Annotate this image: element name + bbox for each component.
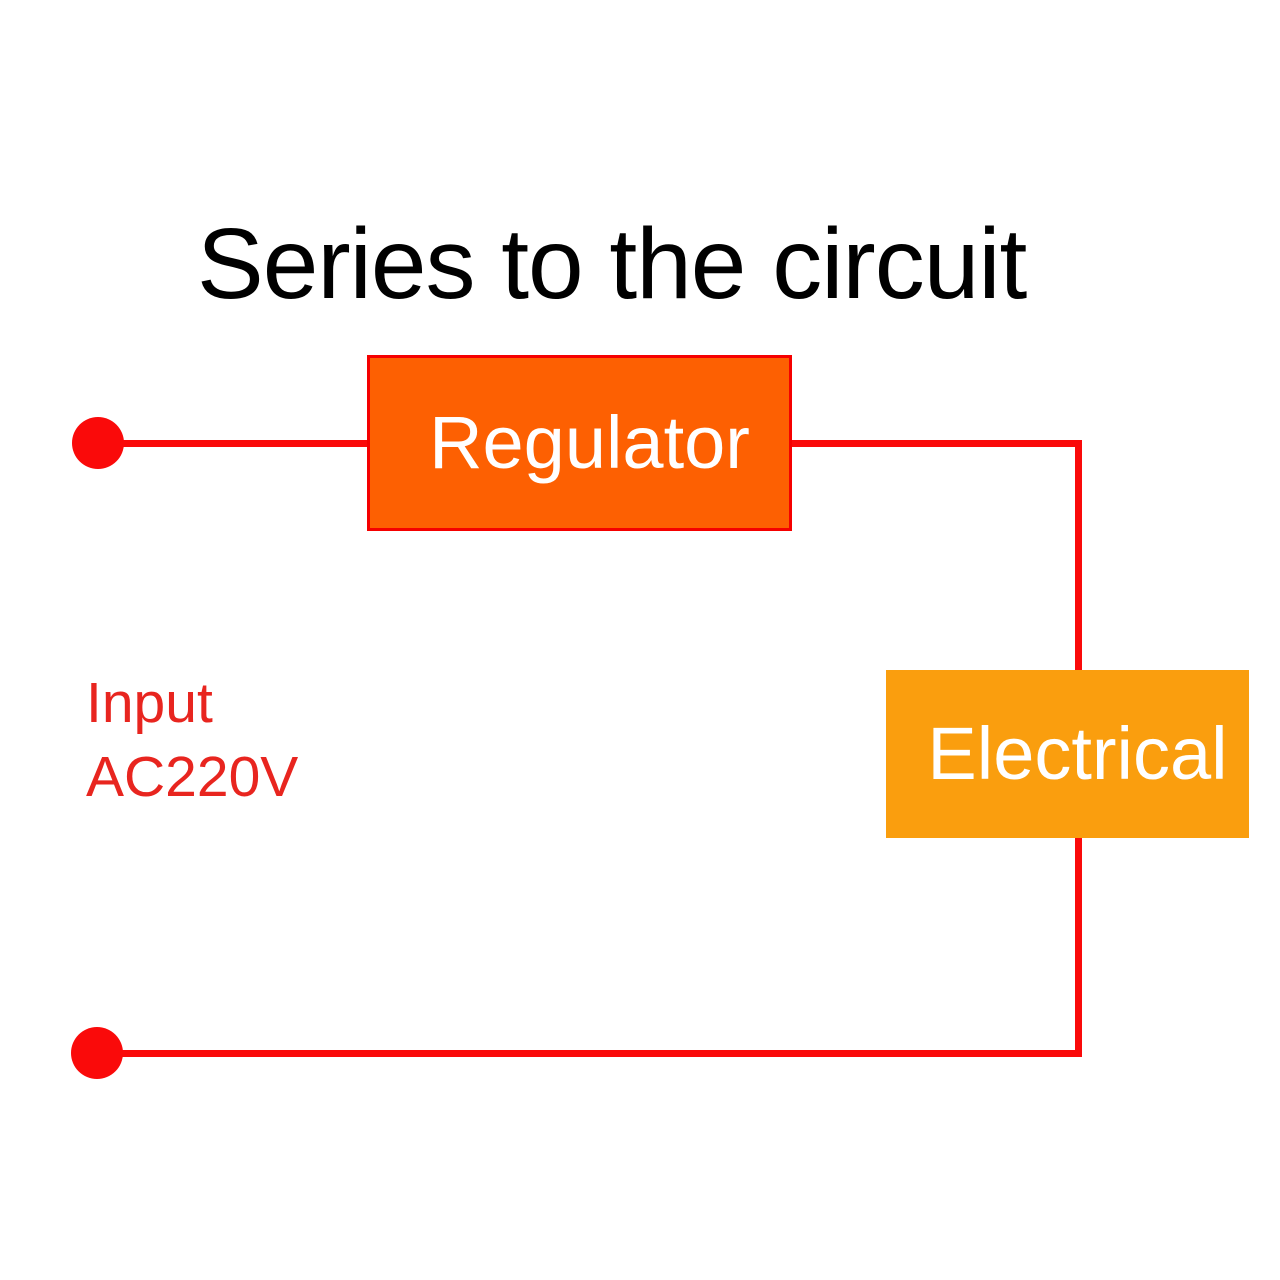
wire-regulator-to-corner <box>790 440 1082 447</box>
wire-input-bottom <box>97 1050 1082 1057</box>
wire-input-top <box>98 440 368 447</box>
electrical-box: Electrical <box>886 670 1249 838</box>
input-terminal-bottom-dot <box>71 1027 123 1079</box>
input-voltage-line2: AC220V <box>86 745 299 809</box>
input-terminal-top-dot <box>72 417 124 469</box>
electrical-label: Electrical <box>927 712 1228 795</box>
diagram-title: Series to the circuit <box>197 208 1027 320</box>
input-voltage-line1: Input <box>86 671 213 735</box>
regulator-label: Regulator <box>429 401 750 484</box>
regulator-box: Regulator <box>367 355 792 531</box>
input-voltage-label: Input AC220V <box>86 666 298 814</box>
